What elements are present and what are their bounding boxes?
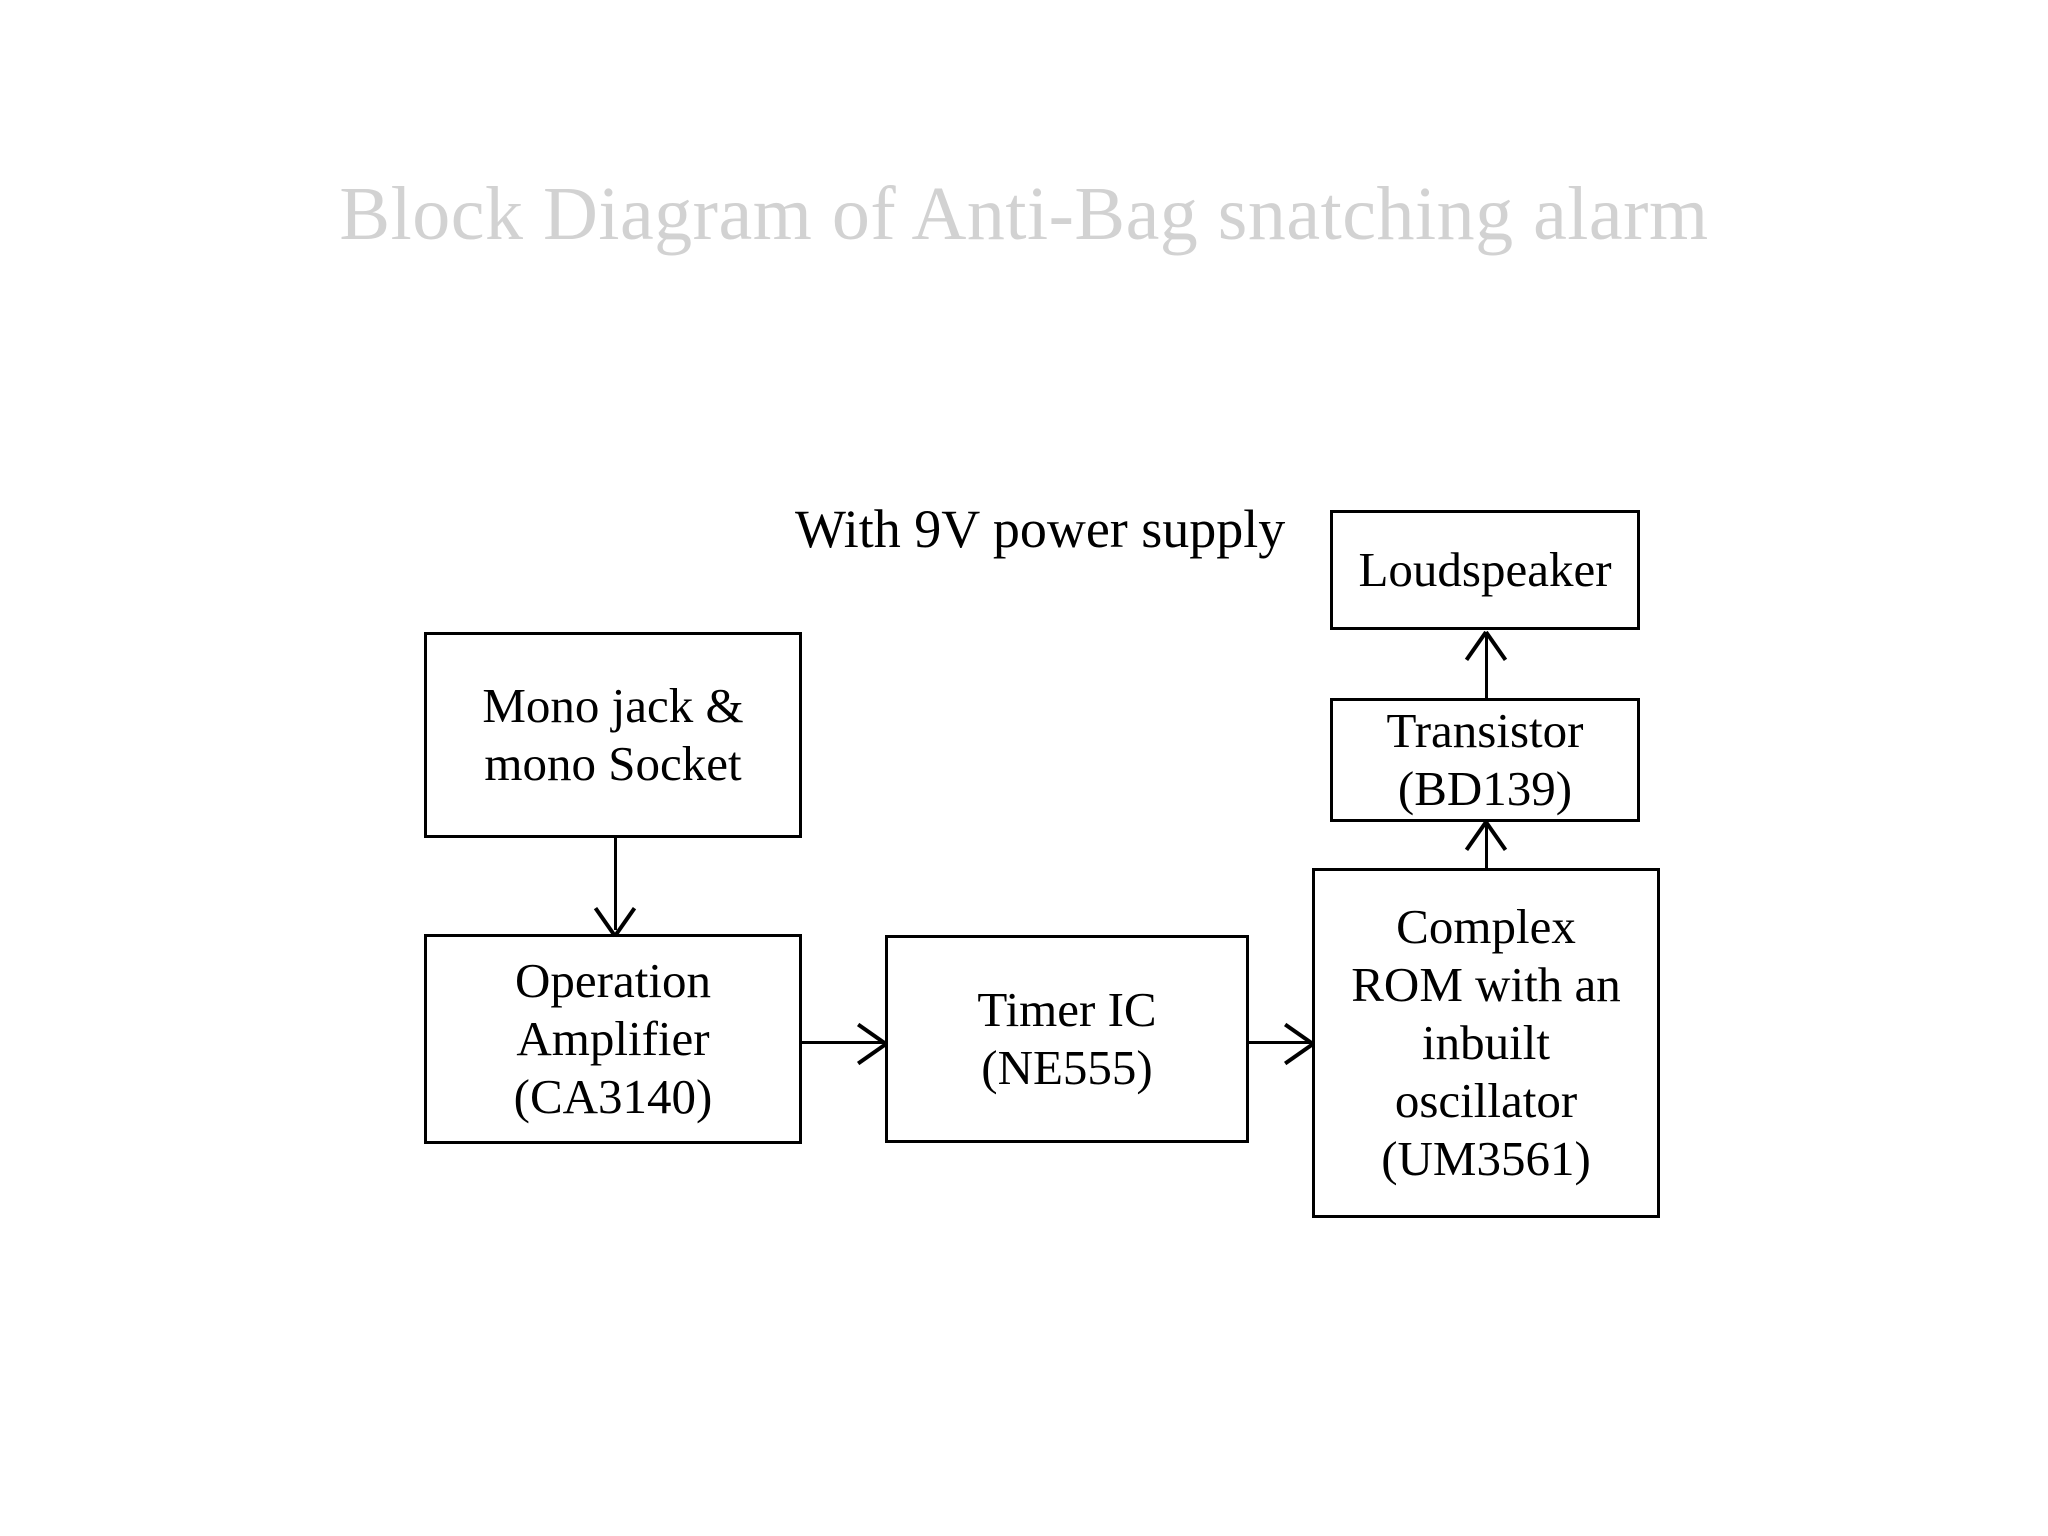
block-mono-jack-line-1: Mono jack & (482, 678, 744, 734)
block-timer-ic-line-2: (NE555) (981, 1040, 1153, 1095)
block-complex-rom-line-4: oscillator (1394, 1072, 1578, 1128)
block-mono-jack-line-2: mono Socket (484, 736, 742, 791)
connector-operation-amplifier-to-timer-ic (802, 1041, 884, 1044)
connector-complex-rom-to-transistor (1485, 822, 1488, 870)
block-operation-amplifier-line-1: Operation (515, 953, 711, 1009)
block-transistor-line-2: (BD139) (1397, 761, 1573, 816)
block-operation-amplifier-line-3: (CA3140) (513, 1068, 713, 1124)
block-complex-rom-line-1: Complex (1396, 899, 1576, 955)
block-complex-rom[interactable]: Complex ROM with an inbuilt oscillator (… (1312, 868, 1660, 1218)
block-loudspeaker[interactable]: Loudspeaker (1330, 510, 1640, 630)
connector-transistor-to-loudspeaker (1485, 632, 1488, 700)
block-operation-amplifier[interactable]: Operation Amplifier (CA3140) (424, 934, 802, 1144)
block-transistor[interactable]: Transistor (BD139) (1330, 698, 1640, 822)
block-complex-rom-line-2: ROM with an (1351, 957, 1621, 1013)
block-transistor-line-1: Transistor (1386, 703, 1584, 759)
connector-mono-jack-to-operation-amplifier (614, 838, 617, 930)
block-timer-ic[interactable]: Timer IC (NE555) (885, 935, 1249, 1143)
block-operation-amplifier-line-2: Amplifier (516, 1011, 710, 1067)
power-supply-caption: With 9V power supply (795, 499, 1286, 559)
block-timer-ic-line-1: Timer IC (977, 982, 1157, 1038)
block-complex-rom-line-5: (UM3561) (1381, 1130, 1591, 1186)
block-complex-rom-line-3: inbuilt (1422, 1015, 1550, 1071)
connector-timer-ic-to-complex-rom (1249, 1041, 1312, 1044)
block-loudspeaker-line-1: Loudspeaker (1358, 542, 1612, 598)
block-mono-jack[interactable]: Mono jack & mono Socket (424, 632, 802, 838)
page-title: Block Diagram of Anti-Bag snatching alar… (339, 172, 1709, 256)
